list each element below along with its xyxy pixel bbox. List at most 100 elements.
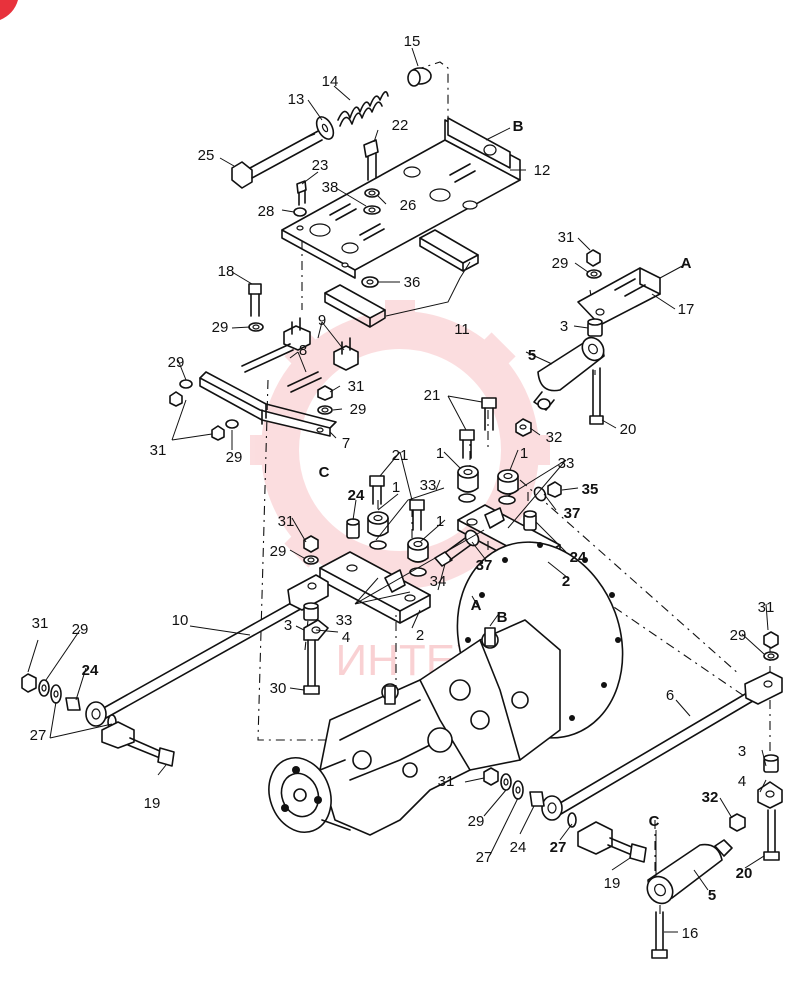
callout-33-right: 33 [558, 455, 575, 472]
nut-32-upper [515, 418, 532, 437]
callout-28: 28 [258, 203, 275, 220]
callout-24-mid: 24 [348, 487, 365, 504]
callout-9: 9 [318, 312, 326, 329]
callout-22: 22 [392, 117, 409, 134]
top-mounting-plate [281, 117, 521, 279]
callout-32-lower: 32 [702, 789, 719, 806]
callout-14: 14 [322, 73, 339, 90]
bushing-3-4-right [757, 754, 783, 809]
callout-23: 23 [312, 157, 329, 174]
bolt-30 [303, 639, 320, 695]
callout-29-bracket: 29 [350, 401, 367, 418]
bolt-20-upper [589, 367, 604, 425]
callout-31-lower: 31 [438, 773, 455, 790]
callout-31-right: 31 [758, 599, 775, 616]
callout-29-bracket-left: 29 [168, 354, 185, 371]
callout-16: 16 [682, 925, 699, 942]
callout-A-mid: A [471, 597, 482, 614]
long-bolt-25 [231, 129, 323, 189]
lower-center-hardware [483, 767, 613, 855]
nut-stack-31-29-upper-right [586, 249, 602, 279]
callout-7: 7 [342, 435, 350, 452]
callout-33-mid: 33 [420, 477, 437, 494]
bushing-3-upper [587, 318, 603, 337]
callout-17: 17 [678, 301, 695, 318]
nut-stack-link-10-top [303, 535, 319, 565]
callout-29-far-left: 29 [72, 621, 89, 638]
shafts-8 [241, 343, 322, 393]
callout-2-right: 2 [562, 573, 570, 590]
washer-28 [293, 207, 307, 217]
callout-34: 34 [430, 573, 447, 590]
callout-21-mid: 21 [392, 447, 409, 464]
link-rod-6 [541, 671, 783, 821]
callout-29-left: 29 [212, 319, 229, 336]
spacer-blocks-11 [324, 229, 479, 328]
callout-29-lower: 29 [468, 813, 485, 830]
washers-37-nut-35 [464, 481, 562, 547]
callout-36: 36 [404, 274, 421, 291]
callout-3-upper: 3 [560, 318, 568, 335]
callout-20-lower: 20 [736, 865, 753, 882]
callout-2-left: 2 [416, 627, 424, 644]
callout-C-lower: C [649, 813, 660, 830]
callout-3-left: 3 [284, 617, 292, 634]
left-end-hardware [21, 673, 135, 749]
callout-31-left: 31 [150, 442, 167, 459]
corner-mark [0, 0, 18, 20]
callout-B-mid: B [497, 609, 508, 626]
callout-29-right: 29 [730, 627, 747, 644]
washer-29-left [248, 322, 264, 332]
callout-24-right: 24 [570, 549, 587, 566]
transmission-housing [268, 541, 624, 836]
leader-lines [27, 47, 769, 933]
callout-29-upper-right: 29 [552, 255, 569, 272]
callout-24-far-left: 24 [82, 662, 99, 679]
callout-19-lower: 19 [604, 875, 621, 892]
callout-11: 11 [454, 321, 470, 338]
callout-8: 8 [299, 342, 307, 359]
callout-4-left: 4 [342, 629, 350, 646]
callout-25: 25 [198, 147, 215, 164]
callout-13: 13 [288, 91, 305, 108]
callout-32-upper: 32 [546, 429, 563, 446]
damper-5-upper [533, 336, 605, 411]
callout-31-link-left: 31 [278, 513, 295, 530]
washer-13 [315, 116, 335, 140]
callout-10: 10 [172, 612, 189, 629]
bolt-20-lower [763, 809, 780, 861]
callout-1-a: 1 [436, 445, 444, 462]
callout-1-b: 1 [520, 445, 528, 462]
washers-26-38 [363, 188, 381, 215]
callout-5-upper: 5 [528, 347, 536, 364]
callout-B-top: B [513, 118, 524, 135]
bracket-7-left [199, 371, 337, 437]
bolt-22 [363, 139, 379, 181]
callout-labels: 15 14 13 25 22 B 12 23 38 26 28 31 A 29 … [30, 33, 775, 942]
nut-32-lower [729, 813, 746, 832]
callout-26: 26 [400, 197, 417, 214]
callout-33-lower: 33 [336, 612, 353, 629]
callout-1-d: 1 [436, 513, 444, 530]
callout-27-lower: 27 [476, 849, 493, 866]
callout-30: 30 [270, 680, 287, 697]
callout-31-upper-right: 31 [558, 229, 575, 246]
callout-15: 15 [404, 33, 421, 50]
damper-5-lower [646, 839, 733, 905]
callout-5-lower: 5 [708, 887, 716, 904]
bolt-19-left [127, 737, 175, 767]
washers-left-bracket [169, 379, 333, 441]
callout-29-lower-left: 29 [226, 449, 243, 466]
callout-21-upper: 21 [424, 387, 441, 404]
link-rod-10 [85, 574, 329, 727]
washer-36 [361, 276, 379, 288]
nut-stack-link-6-top [763, 631, 779, 661]
callout-37-mid: 37 [476, 557, 493, 574]
callout-A-top: A [681, 255, 692, 272]
bolts-21 [369, 397, 497, 531]
bushing-3-4-left [303, 602, 329, 641]
spring-14 [337, 91, 389, 127]
callout-29-link-left: 29 [270, 543, 287, 560]
callout-27-lower-right: 27 [550, 839, 567, 856]
